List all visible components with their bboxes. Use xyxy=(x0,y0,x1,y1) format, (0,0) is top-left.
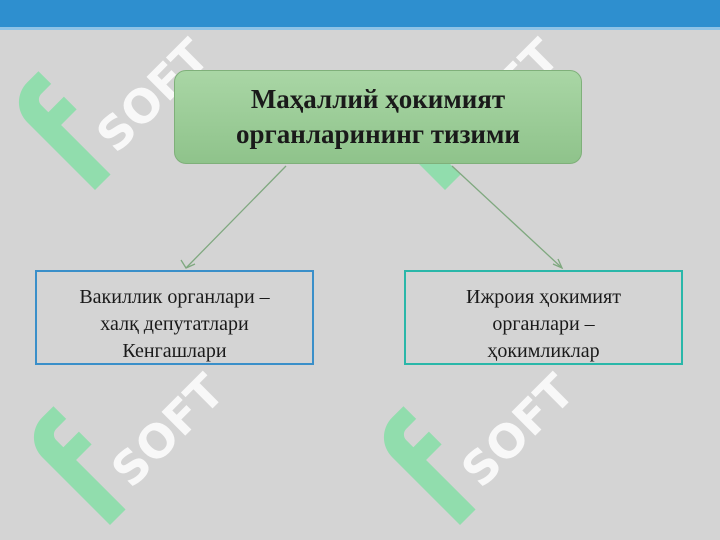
connector-right xyxy=(451,165,563,269)
header-bar xyxy=(0,0,720,27)
left-node: Вакиллик органлари – халқ депутатлари Ке… xyxy=(35,270,314,365)
header-bar-underline xyxy=(0,27,720,30)
connector-left-arrowhead xyxy=(180,259,196,269)
right-node: Ижроия ҳокимият органлари – ҳокимликлар xyxy=(404,270,683,365)
connector-left xyxy=(185,165,287,269)
connector-right-arrowhead xyxy=(552,258,564,270)
title-node: Маҳаллий ҳокимият органларининг тизими xyxy=(174,70,582,164)
right-node-label: Ижроия ҳокимият органлари – ҳокимликлар xyxy=(466,286,621,362)
title-node-label: Маҳаллий ҳокимият органларининг тизими xyxy=(236,84,520,149)
left-node-label: Вакиллик органлари – халқ депутатлари Ке… xyxy=(79,286,270,362)
